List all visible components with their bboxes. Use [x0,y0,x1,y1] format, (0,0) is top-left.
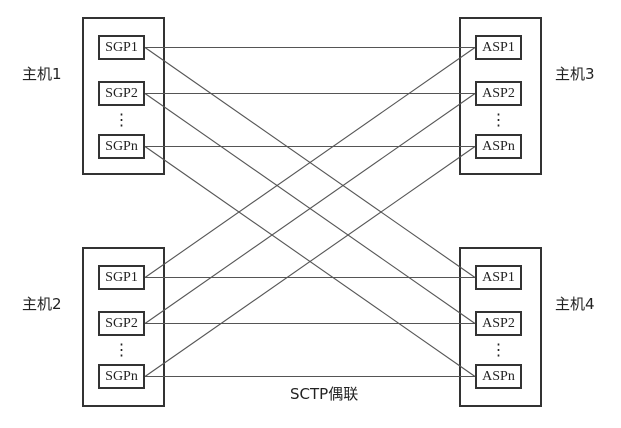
sgp-node: SGP2 [98,311,145,336]
sgp-node: SGPn [98,364,145,389]
association-line [144,93,476,324]
host-label: 主机4 [555,295,595,313]
ellipsis: ⋮ [113,112,130,129]
ellipsis: ⋮ [490,112,507,129]
sgp-node: SGP2 [98,81,145,106]
host-label: 主机2 [22,295,62,313]
asp-node: ASP1 [475,265,522,290]
sgp-node: SGP1 [98,35,145,60]
sctp-association-caption: SCTP偶联 [290,383,359,404]
asp-node: ASP2 [475,311,522,336]
host-label: 主机3 [555,65,595,83]
asp-node: ASP1 [475,35,522,60]
sgp-node: SGP1 [98,265,145,290]
ellipsis: ⋮ [490,342,507,359]
asp-node: ASP2 [475,81,522,106]
association-line [144,146,476,377]
sgp-node: SGPn [98,134,145,159]
asp-node: ASPn [475,364,522,389]
host-label: 主机1 [22,65,62,83]
asp-node: ASPn [475,134,522,159]
ellipsis: ⋮ [113,342,130,359]
association-line [144,47,476,278]
